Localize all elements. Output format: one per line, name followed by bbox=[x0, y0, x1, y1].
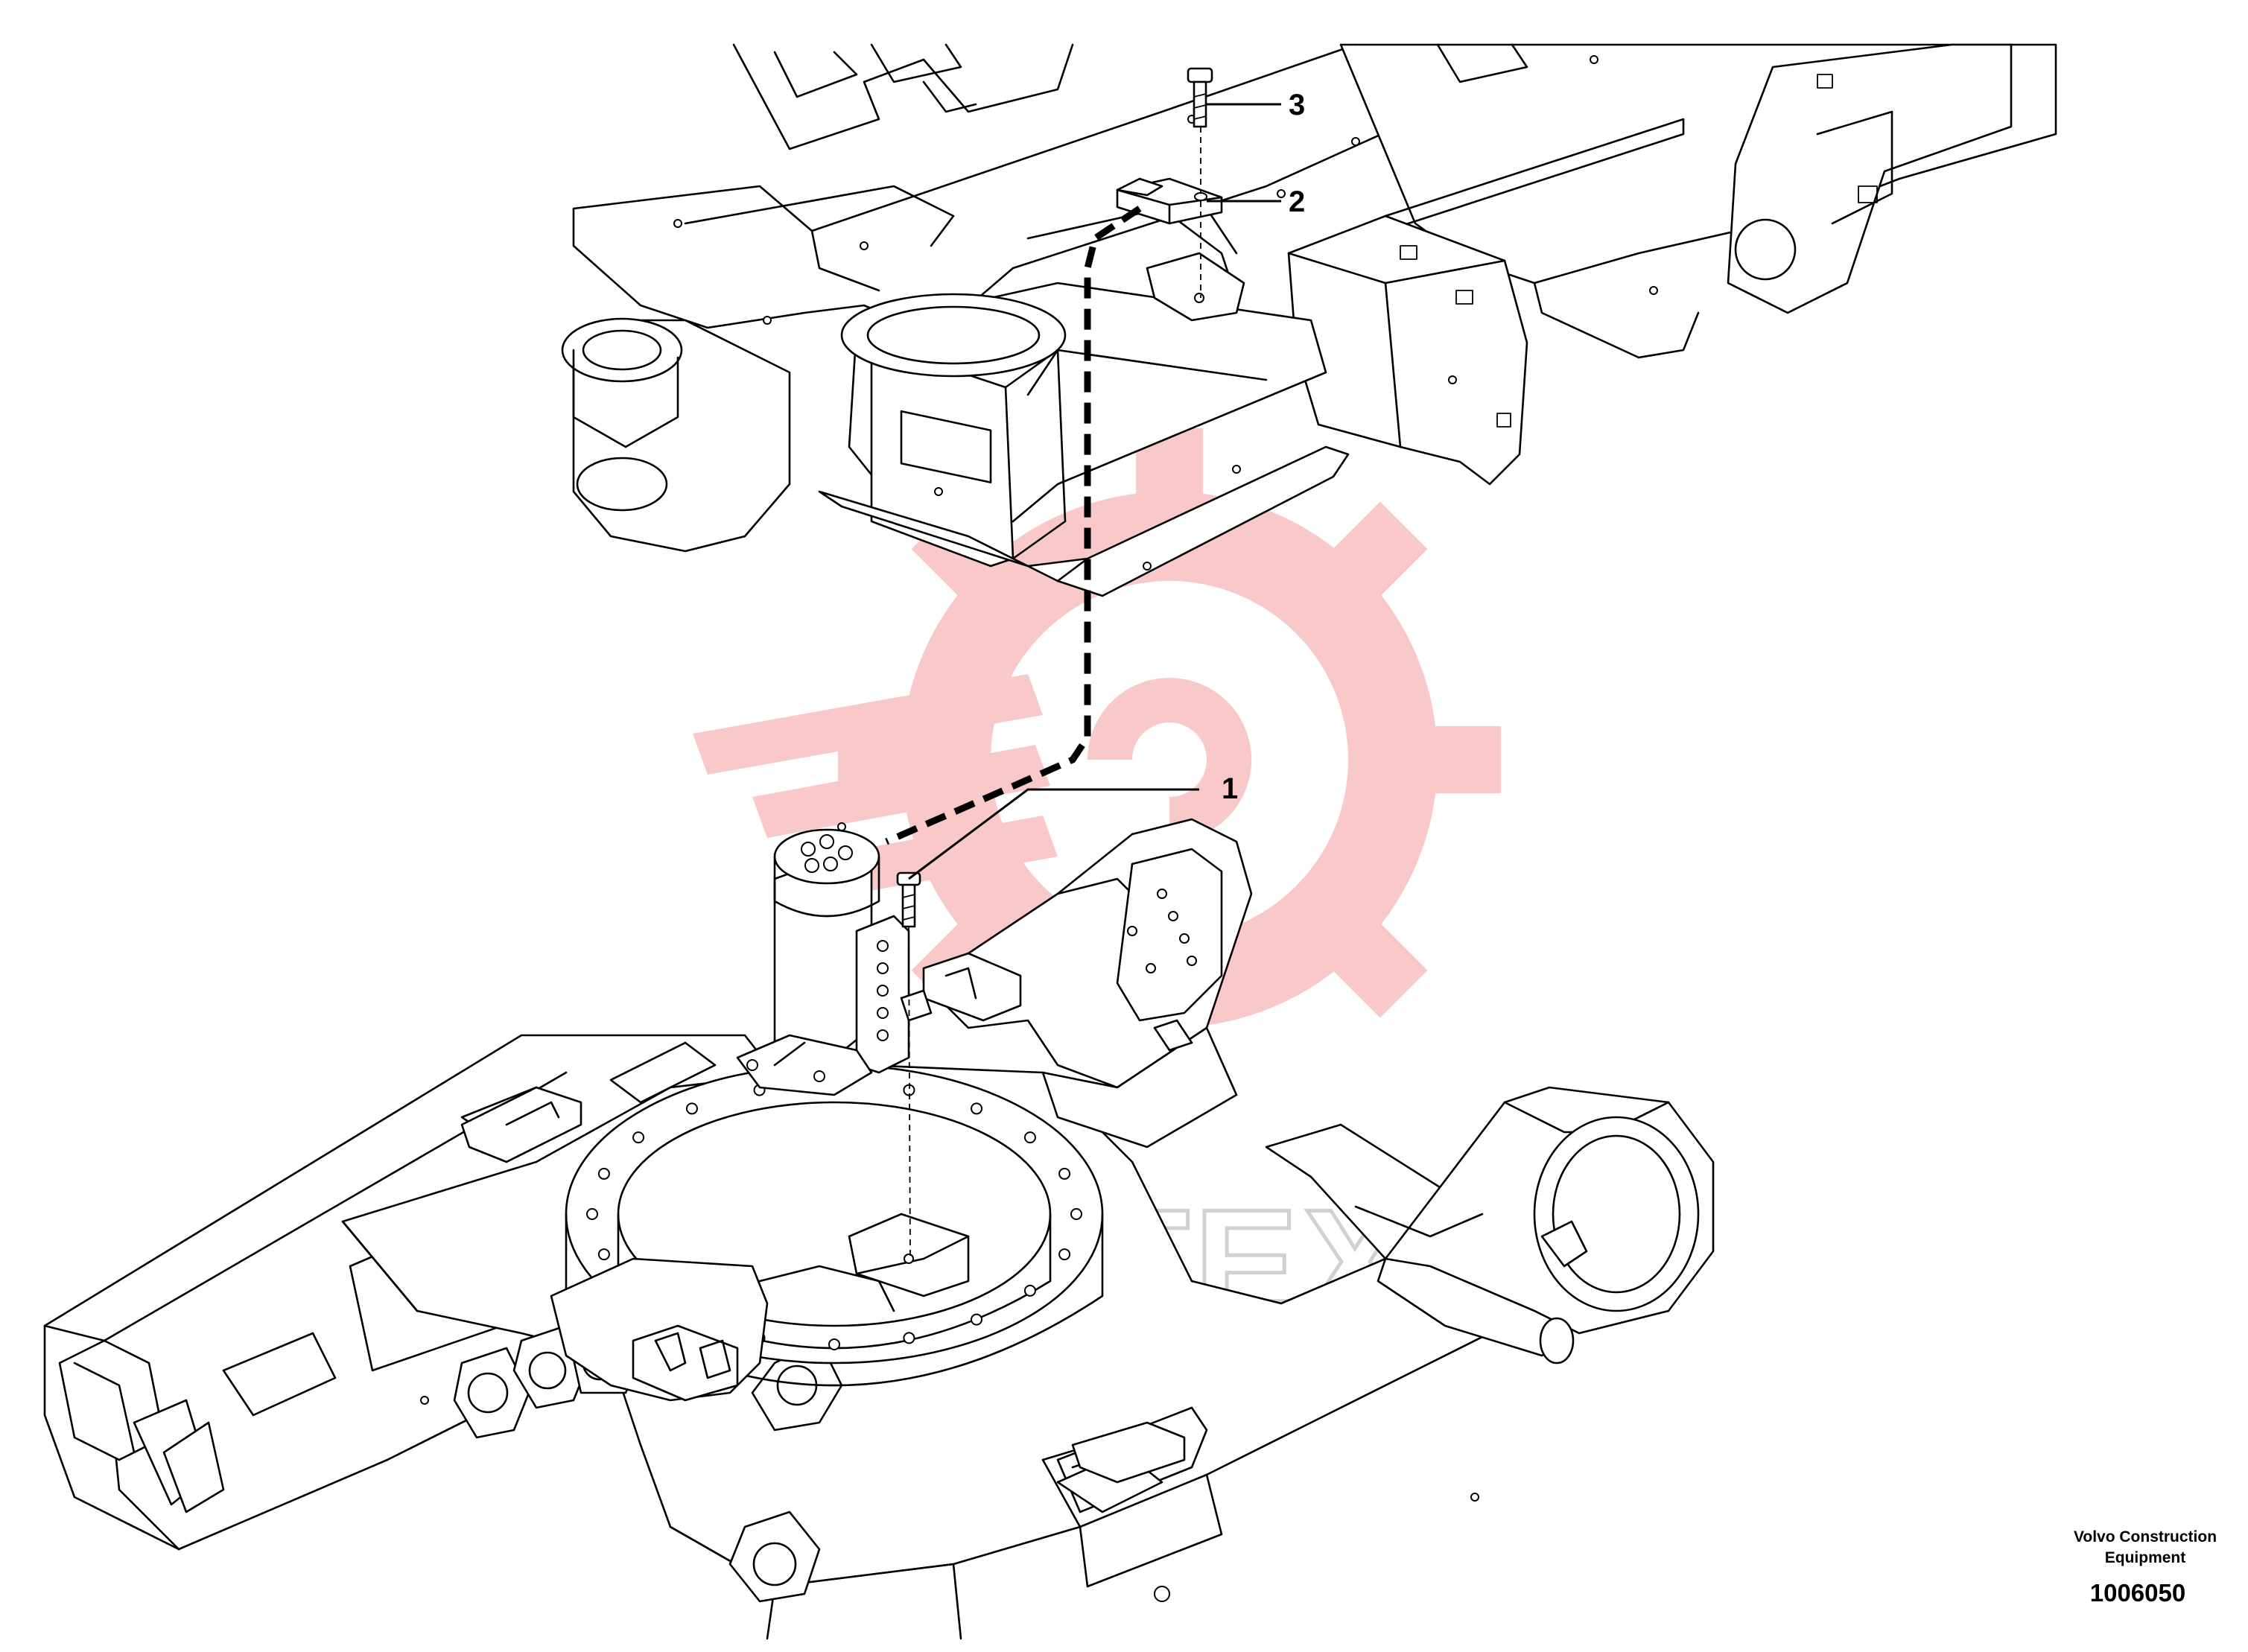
footer-brand-line2: Equipment bbox=[2105, 1549, 2186, 1566]
swing-ring-bolt-hole bbox=[597, 1167, 610, 1180]
lower-undercarriage-assembly bbox=[43, 818, 1715, 1640]
swing-ring-bolt-hole bbox=[1058, 1167, 1071, 1180]
swivel-side-holes bbox=[877, 940, 889, 1041]
lower-misc-holes bbox=[420, 822, 1479, 1602]
watermark-gear-tooth bbox=[1434, 726, 1501, 793]
swing-ring-bolt-hole bbox=[1058, 1248, 1071, 1261]
swivel-port-holes bbox=[801, 834, 853, 873]
watermark-gear-arc bbox=[1088, 678, 1251, 842]
swing-ring-bolt-hole bbox=[586, 1208, 598, 1220]
swing-ring-bolt-hole bbox=[632, 1131, 645, 1144]
swing-ring-bolt-hole bbox=[685, 1102, 698, 1115]
part-2-stopper-block bbox=[1116, 177, 1245, 322]
upper-frame-assembly bbox=[561, 43, 2057, 597]
part-3-bolt bbox=[1187, 67, 1213, 194]
footer-brand-line1: Volvo Construction bbox=[2074, 1528, 2217, 1545]
swing-ring-bolt-hole bbox=[971, 1102, 983, 1115]
callout-label-3: 3 bbox=[1289, 89, 1305, 121]
callout-label-1: 1 bbox=[1222, 772, 1238, 805]
swing-ring-bolt-hole bbox=[1070, 1208, 1082, 1220]
swing-ring-bolt-hole bbox=[903, 1332, 915, 1344]
frame-bolt-holes bbox=[673, 55, 1658, 571]
swing-ring-bolt-hole bbox=[971, 1313, 983, 1326]
callout-label-2: 2 bbox=[1289, 185, 1305, 218]
footer-block: Volvo Construction Equipment 1006050 bbox=[2074, 1528, 2217, 1607]
swing-ring-bolt-hole bbox=[1023, 1131, 1036, 1144]
swing-ring-bolt-hole bbox=[1023, 1284, 1036, 1297]
callout-leaders bbox=[908, 103, 1281, 880]
drawing-number: 1006050 bbox=[2090, 1579, 2185, 1607]
track-belt-holes bbox=[1127, 889, 1197, 973]
swing-ring-bolt-hole bbox=[597, 1248, 610, 1261]
part-1-swivel-joint bbox=[736, 828, 933, 1096]
swing-ring-bolt-hole bbox=[828, 1338, 840, 1350]
